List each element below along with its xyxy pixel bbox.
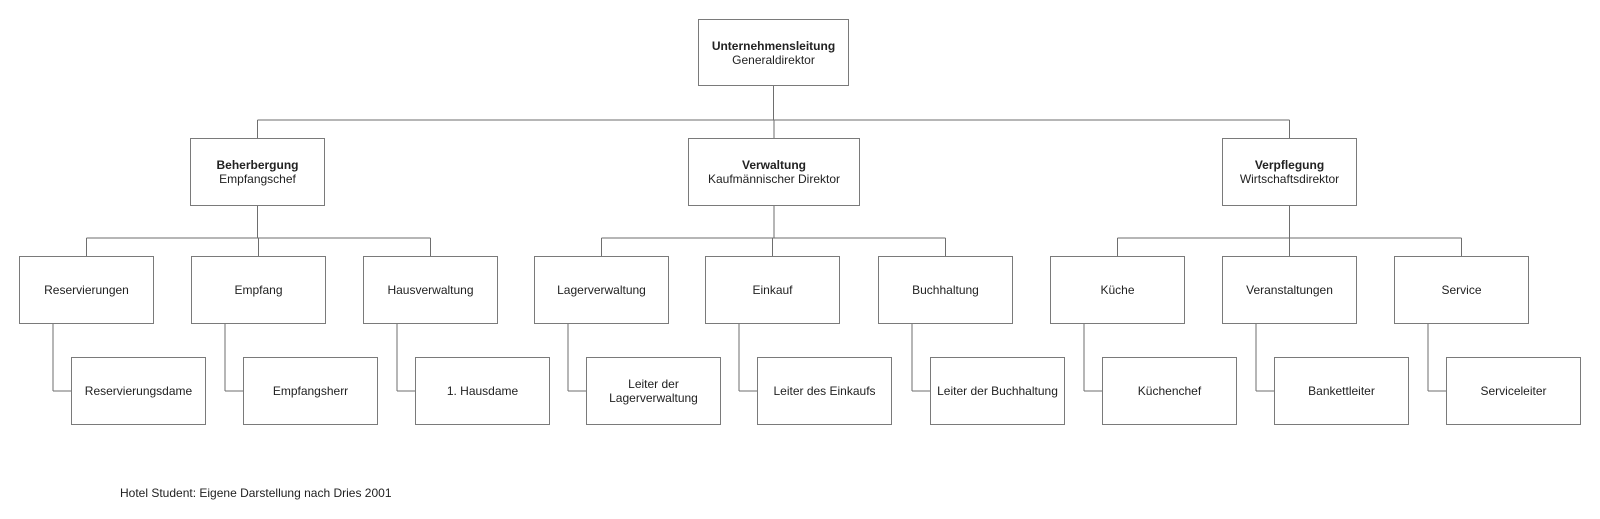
lead-node: Empfangsherr xyxy=(243,357,378,425)
lead-node: Bankettleiter xyxy=(1274,357,1409,425)
department-node: Service xyxy=(1394,256,1529,324)
department-node: Veranstaltungen xyxy=(1222,256,1357,324)
lead-label: Leiter der Lagerverwaltung xyxy=(609,377,698,405)
root-title: Unternehmensleitung xyxy=(711,38,836,53)
lead-node: Reservierungsdame xyxy=(71,357,206,425)
department-node: Hausverwaltung xyxy=(363,256,498,324)
lead-node: Küchenchef xyxy=(1102,357,1237,425)
department-node: Einkauf xyxy=(705,256,840,324)
department-node: Empfang xyxy=(191,256,326,324)
department-label: Einkauf xyxy=(752,283,793,297)
lead-label: Leiter der Buchhaltung xyxy=(937,384,1058,398)
department-node: Küche xyxy=(1050,256,1185,324)
division-title: Beherbergung xyxy=(216,158,299,172)
lead-node: Leiter der Lagerverwaltung xyxy=(586,357,721,425)
division-subtitle: Wirtschaftsdirektor xyxy=(1239,172,1340,186)
lead-node: 1. Hausdame xyxy=(415,357,550,425)
department-label: Veranstaltungen xyxy=(1246,283,1333,297)
department-label: Empfang xyxy=(234,283,283,297)
department-node: Lagerverwaltung xyxy=(534,256,669,324)
lead-label: Serviceleiter xyxy=(1480,384,1547,398)
department-label: Küche xyxy=(1100,283,1135,297)
department-label: Lagerverwaltung xyxy=(557,283,646,297)
division-subtitle: Kaufmännischer Direktor xyxy=(707,172,841,186)
lead-label: Küchenchef xyxy=(1137,384,1202,398)
division-title: Verwaltung xyxy=(741,158,806,172)
lead-label: Reservierungsdame xyxy=(84,384,193,398)
lead-node: Leiter des Einkaufs xyxy=(757,357,892,425)
lead-node: Leiter der Buchhaltung xyxy=(930,357,1065,425)
department-label: Reservierungen xyxy=(44,283,129,297)
lead-node: Serviceleiter xyxy=(1446,357,1581,425)
caption: Hotel Student: Eigene Darstellung nach D… xyxy=(120,486,392,500)
lead-label: Bankettleiter xyxy=(1308,384,1375,398)
department-label: Service xyxy=(1441,283,1482,297)
root-node: Unternehmensleitung Generaldirektor xyxy=(698,19,849,86)
division-subtitle: Empfangschef xyxy=(219,172,296,186)
department-node: Buchhaltung xyxy=(878,256,1013,324)
department-label: Hausverwaltung xyxy=(387,283,474,297)
lead-label: Leiter des Einkaufs xyxy=(773,384,876,398)
lead-label: Empfangsherr xyxy=(272,384,349,398)
root-subtitle: Generaldirektor xyxy=(732,52,815,67)
department-node: Reservierungen xyxy=(19,256,154,324)
department-label: Buchhaltung xyxy=(912,283,979,297)
division-title: Verpflegung xyxy=(1254,158,1325,172)
lead-label: 1. Hausdame xyxy=(446,384,519,398)
